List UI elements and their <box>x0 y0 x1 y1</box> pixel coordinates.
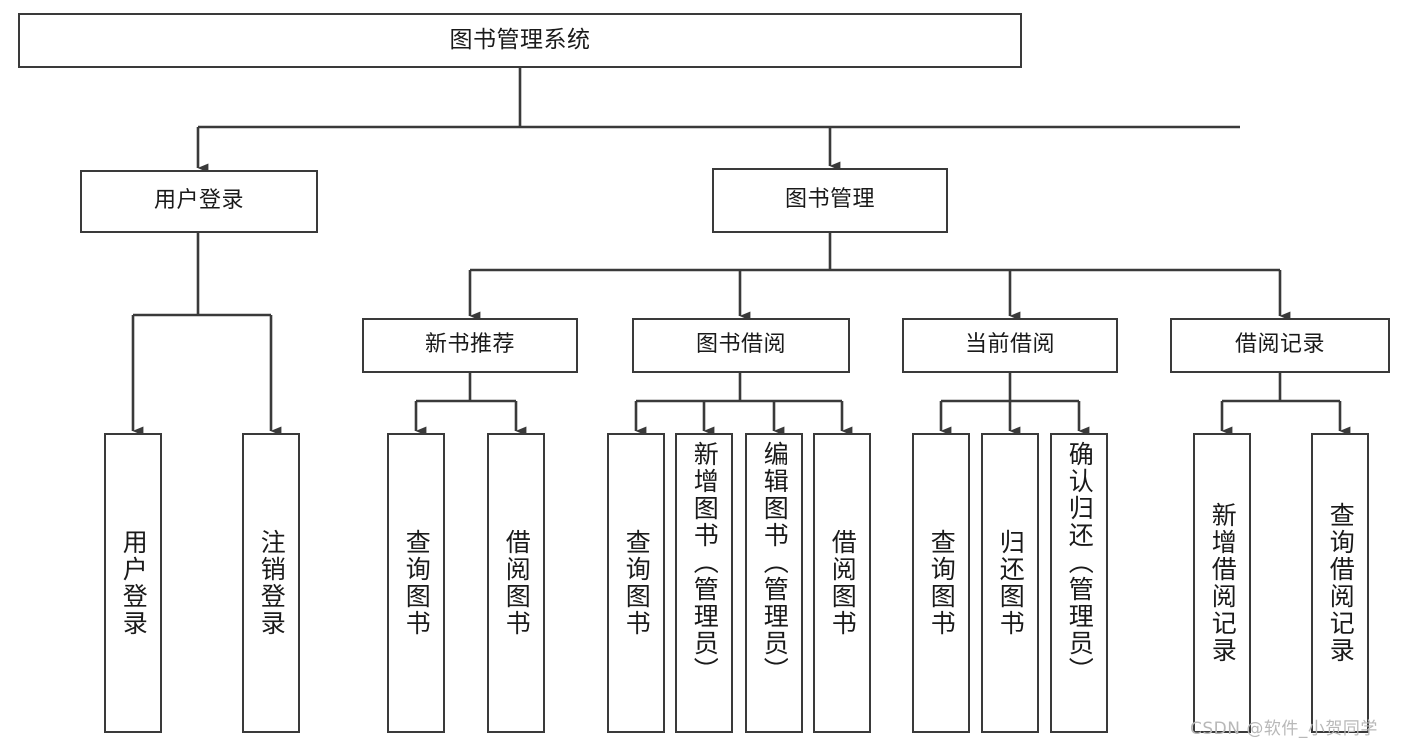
leaf-book-borrow-add-book[interactable]: 新增图书（管理员） <box>675 433 733 733</box>
leaf-new-book-query[interactable]: 查询图书 <box>387 433 445 733</box>
node-label: 图书管理 <box>784 187 875 213</box>
leaf-borrow-record-add[interactable]: 新增借阅记录 <box>1193 433 1251 733</box>
node-label: 当前借阅 <box>964 332 1055 358</box>
node-new-book-recommend[interactable]: 新书推荐 <box>362 318 578 373</box>
node-label: 图书借阅 <box>695 332 786 358</box>
node-label: 归还图书 <box>996 529 1026 637</box>
node-label: 查询图书 <box>402 529 432 637</box>
node-label: 新书推荐 <box>424 332 515 358</box>
node-borrow-record[interactable]: 借阅记录 <box>1170 318 1390 373</box>
watermark-text: CSDN @软件_小贺同学 <box>1190 719 1378 739</box>
node-label: 编辑图书（管理员） <box>760 441 790 684</box>
node-root-book-management-system[interactable]: 图书管理系统 <box>18 13 1022 68</box>
leaf-borrow-record-query[interactable]: 查询借阅记录 <box>1311 433 1369 733</box>
leaf-user-login-login[interactable]: 用户登录 <box>104 433 162 733</box>
node-label: 用户登录 <box>153 188 244 214</box>
leaf-book-borrow-query[interactable]: 查询图书 <box>607 433 665 733</box>
node-label: 借阅图书 <box>828 529 858 637</box>
node-user-login[interactable]: 用户登录 <box>80 170 318 233</box>
node-label: 确认归还（管理员） <box>1065 441 1095 684</box>
leaf-current-borrow-return[interactable]: 归还图书 <box>981 433 1039 733</box>
node-label: 查询图书 <box>927 529 957 637</box>
node-label: 图书管理系统 <box>449 26 591 53</box>
node-book-borrow[interactable]: 图书借阅 <box>632 318 850 373</box>
leaf-book-borrow-edit-book[interactable]: 编辑图书（管理员） <box>745 433 803 733</box>
node-label: 注销登录 <box>257 529 287 637</box>
node-label: 用户登录 <box>119 529 149 637</box>
node-label: 借阅记录 <box>1234 332 1325 358</box>
node-label: 借阅图书 <box>502 529 532 637</box>
node-label: 新增借阅记录 <box>1208 502 1238 664</box>
node-label: 查询图书 <box>622 529 652 637</box>
leaf-book-borrow-borrow-book[interactable]: 借阅图书 <box>813 433 871 733</box>
leaf-current-borrow-query[interactable]: 查询图书 <box>912 433 970 733</box>
leaf-user-login-logout[interactable]: 注销登录 <box>242 433 300 733</box>
node-book-management[interactable]: 图书管理 <box>712 168 948 233</box>
node-current-borrow[interactable]: 当前借阅 <box>902 318 1118 373</box>
node-label: 查询借阅记录 <box>1326 502 1356 664</box>
node-label: 新增图书（管理员） <box>690 441 720 684</box>
leaf-new-book-borrow[interactable]: 借阅图书 <box>487 433 545 733</box>
leaf-current-borrow-confirm-return[interactable]: 确认归还（管理员） <box>1050 433 1108 733</box>
